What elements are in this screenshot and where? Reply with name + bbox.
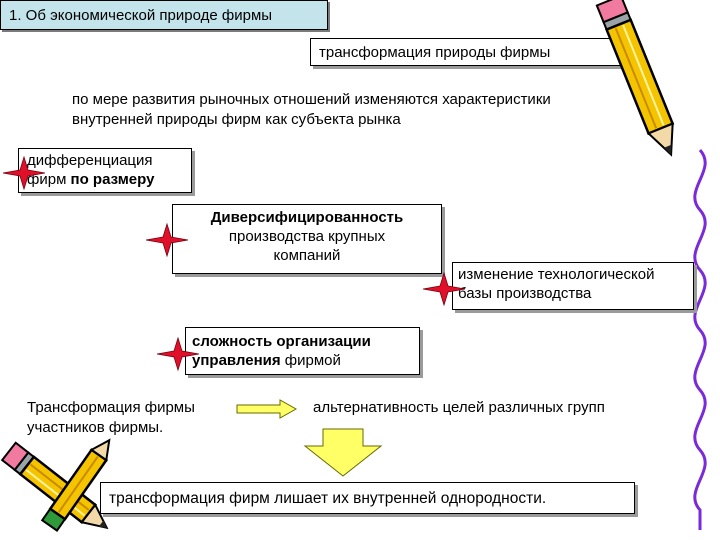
- pencil-icon: [40, 438, 111, 532]
- pencil-icon: [595, 0, 675, 157]
- diversification-box: Диверсифицированность производства крупн…: [172, 204, 442, 274]
- differentiation-line-1: дифференциация: [27, 152, 153, 169]
- alternative-goals-text: альтернативность целей различных групп: [313, 399, 605, 416]
- technology-line-1: изменение технологической: [458, 266, 655, 283]
- transform-nature-text: трансформация природы фирмы: [319, 44, 551, 61]
- firm-transformation-text: Трансформация фирмы участников фирмы.: [27, 398, 237, 438]
- firm-transformation-line-2: участников фирмы.: [27, 419, 164, 436]
- slide-title-text: 1. Об экономической природе фирмы: [9, 7, 273, 24]
- technology-box: изменение технологической базы производс…: [452, 262, 694, 310]
- transform-nature-box: трансформация природы фирмы: [310, 38, 625, 66]
- complexity-box: сложность организации управления фирмой: [185, 327, 420, 375]
- differentiation-line-2-bold: по размеру: [70, 171, 155, 188]
- red-star-icon: [156, 336, 200, 372]
- wavy-line-decoration: [693, 148, 707, 530]
- pencil-icon: [0, 441, 109, 530]
- firm-transformation-line-1: Трансформация фирмы: [27, 399, 195, 416]
- diversification-line-2: производства крупных: [228, 228, 386, 245]
- conclusion-box: трансформация фирм лишает их внутренней …: [100, 482, 635, 514]
- slide-title: 1. Об экономической природе фирмы: [0, 0, 328, 30]
- complexity-line-1: сложность организации: [192, 333, 371, 350]
- red-star-icon: [422, 271, 466, 307]
- diversification-line-1: Диверсифицированность: [210, 209, 404, 226]
- intro-line-2: внутренней природы фирм как субъекта рын…: [72, 111, 401, 128]
- conclusion-text: трансформация фирм лишает их внутренней …: [109, 490, 547, 507]
- intro-line-1: по мере развития рыночных отношений изме…: [72, 91, 551, 108]
- intro-paragraph: по мере развития рыночных отношений изме…: [72, 90, 672, 130]
- diversification-line-3: компаний: [273, 247, 341, 264]
- complexity-line-2-plain: фирмой: [280, 352, 341, 369]
- right-arrow-icon: [236, 399, 298, 419]
- complexity-line-2-bold: управления: [192, 352, 281, 369]
- differentiation-line-2-plain: фирм: [27, 171, 71, 188]
- differentiation-box: дифференциация фирм по размеру: [18, 148, 192, 193]
- red-star-icon: [2, 155, 46, 191]
- technology-line-2: базы производства: [458, 285, 592, 302]
- down-arrow-icon: [303, 428, 383, 477]
- red-star-icon: [145, 222, 189, 258]
